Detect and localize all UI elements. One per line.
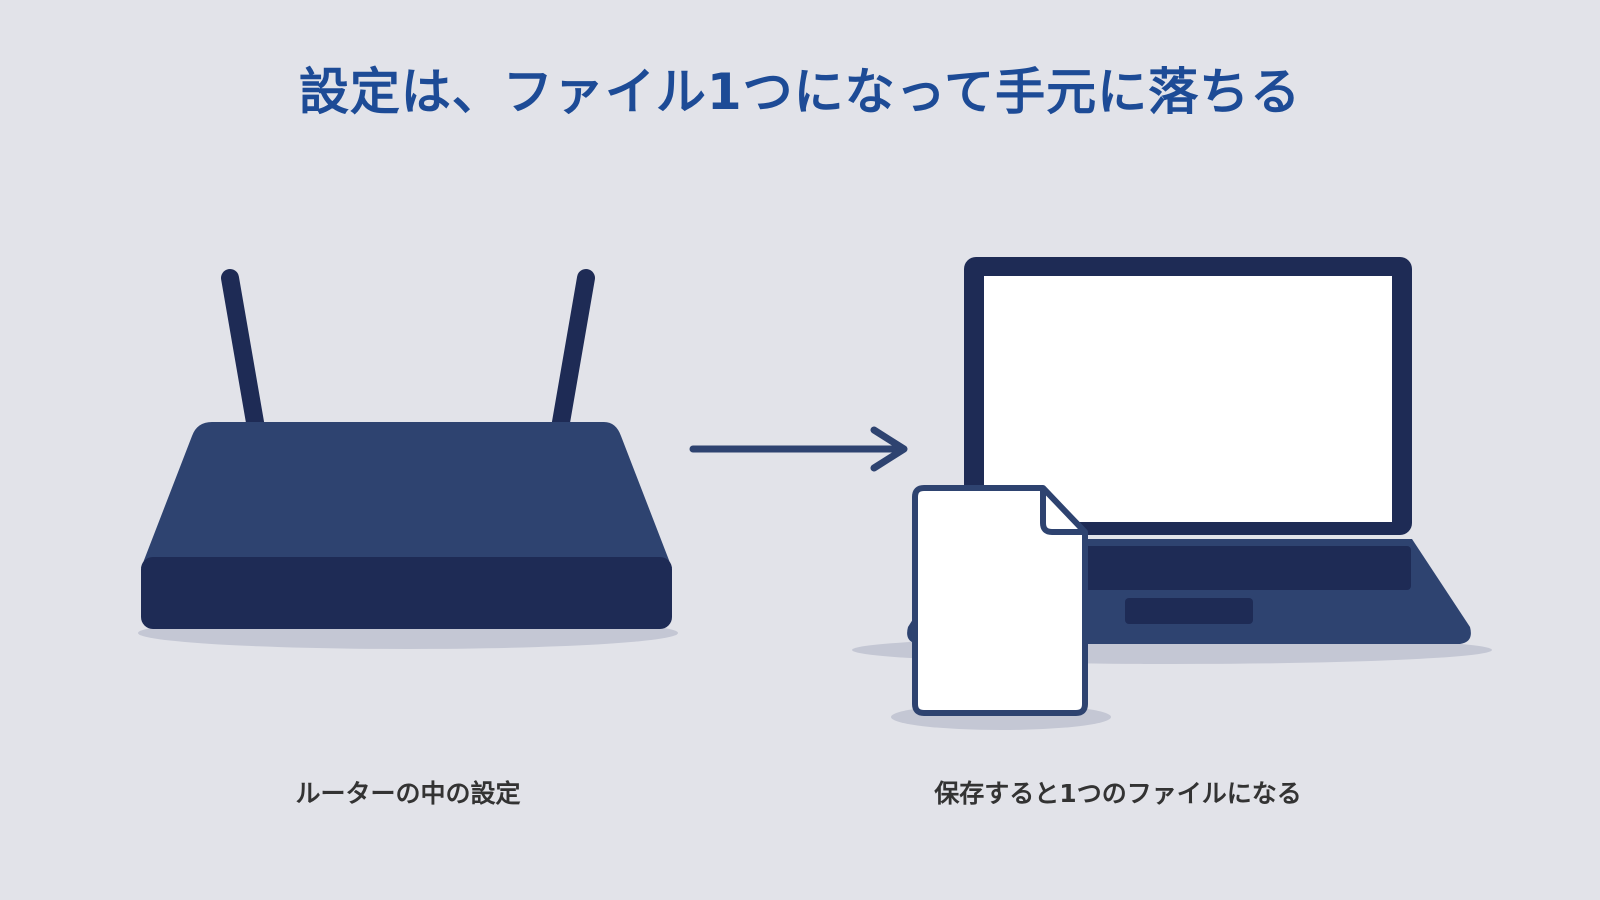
laptop-touchpad: [1125, 598, 1253, 624]
page-title: 設定は、ファイル1つになって手元に落ちる: [298, 63, 1302, 121]
router-antenna-right: [551, 269, 595, 437]
router-base: [141, 557, 672, 629]
file-caption: 保存すると1つのファイルになる: [934, 779, 1302, 808]
file-page: [912, 485, 1088, 716]
arrow-right-icon: [689, 426, 908, 472]
file-document-icon: [891, 485, 1111, 730]
router-top-panel: [141, 422, 672, 568]
laptop-display: [984, 276, 1392, 522]
arrow-head: [870, 426, 908, 472]
file-folded-corner: [1040, 488, 1085, 535]
router-icon: [138, 269, 678, 649]
laptop-keyboard-area: [1035, 546, 1411, 590]
router-antenna-left: [221, 269, 265, 437]
router-caption: ルーターの中の設定: [295, 779, 521, 808]
